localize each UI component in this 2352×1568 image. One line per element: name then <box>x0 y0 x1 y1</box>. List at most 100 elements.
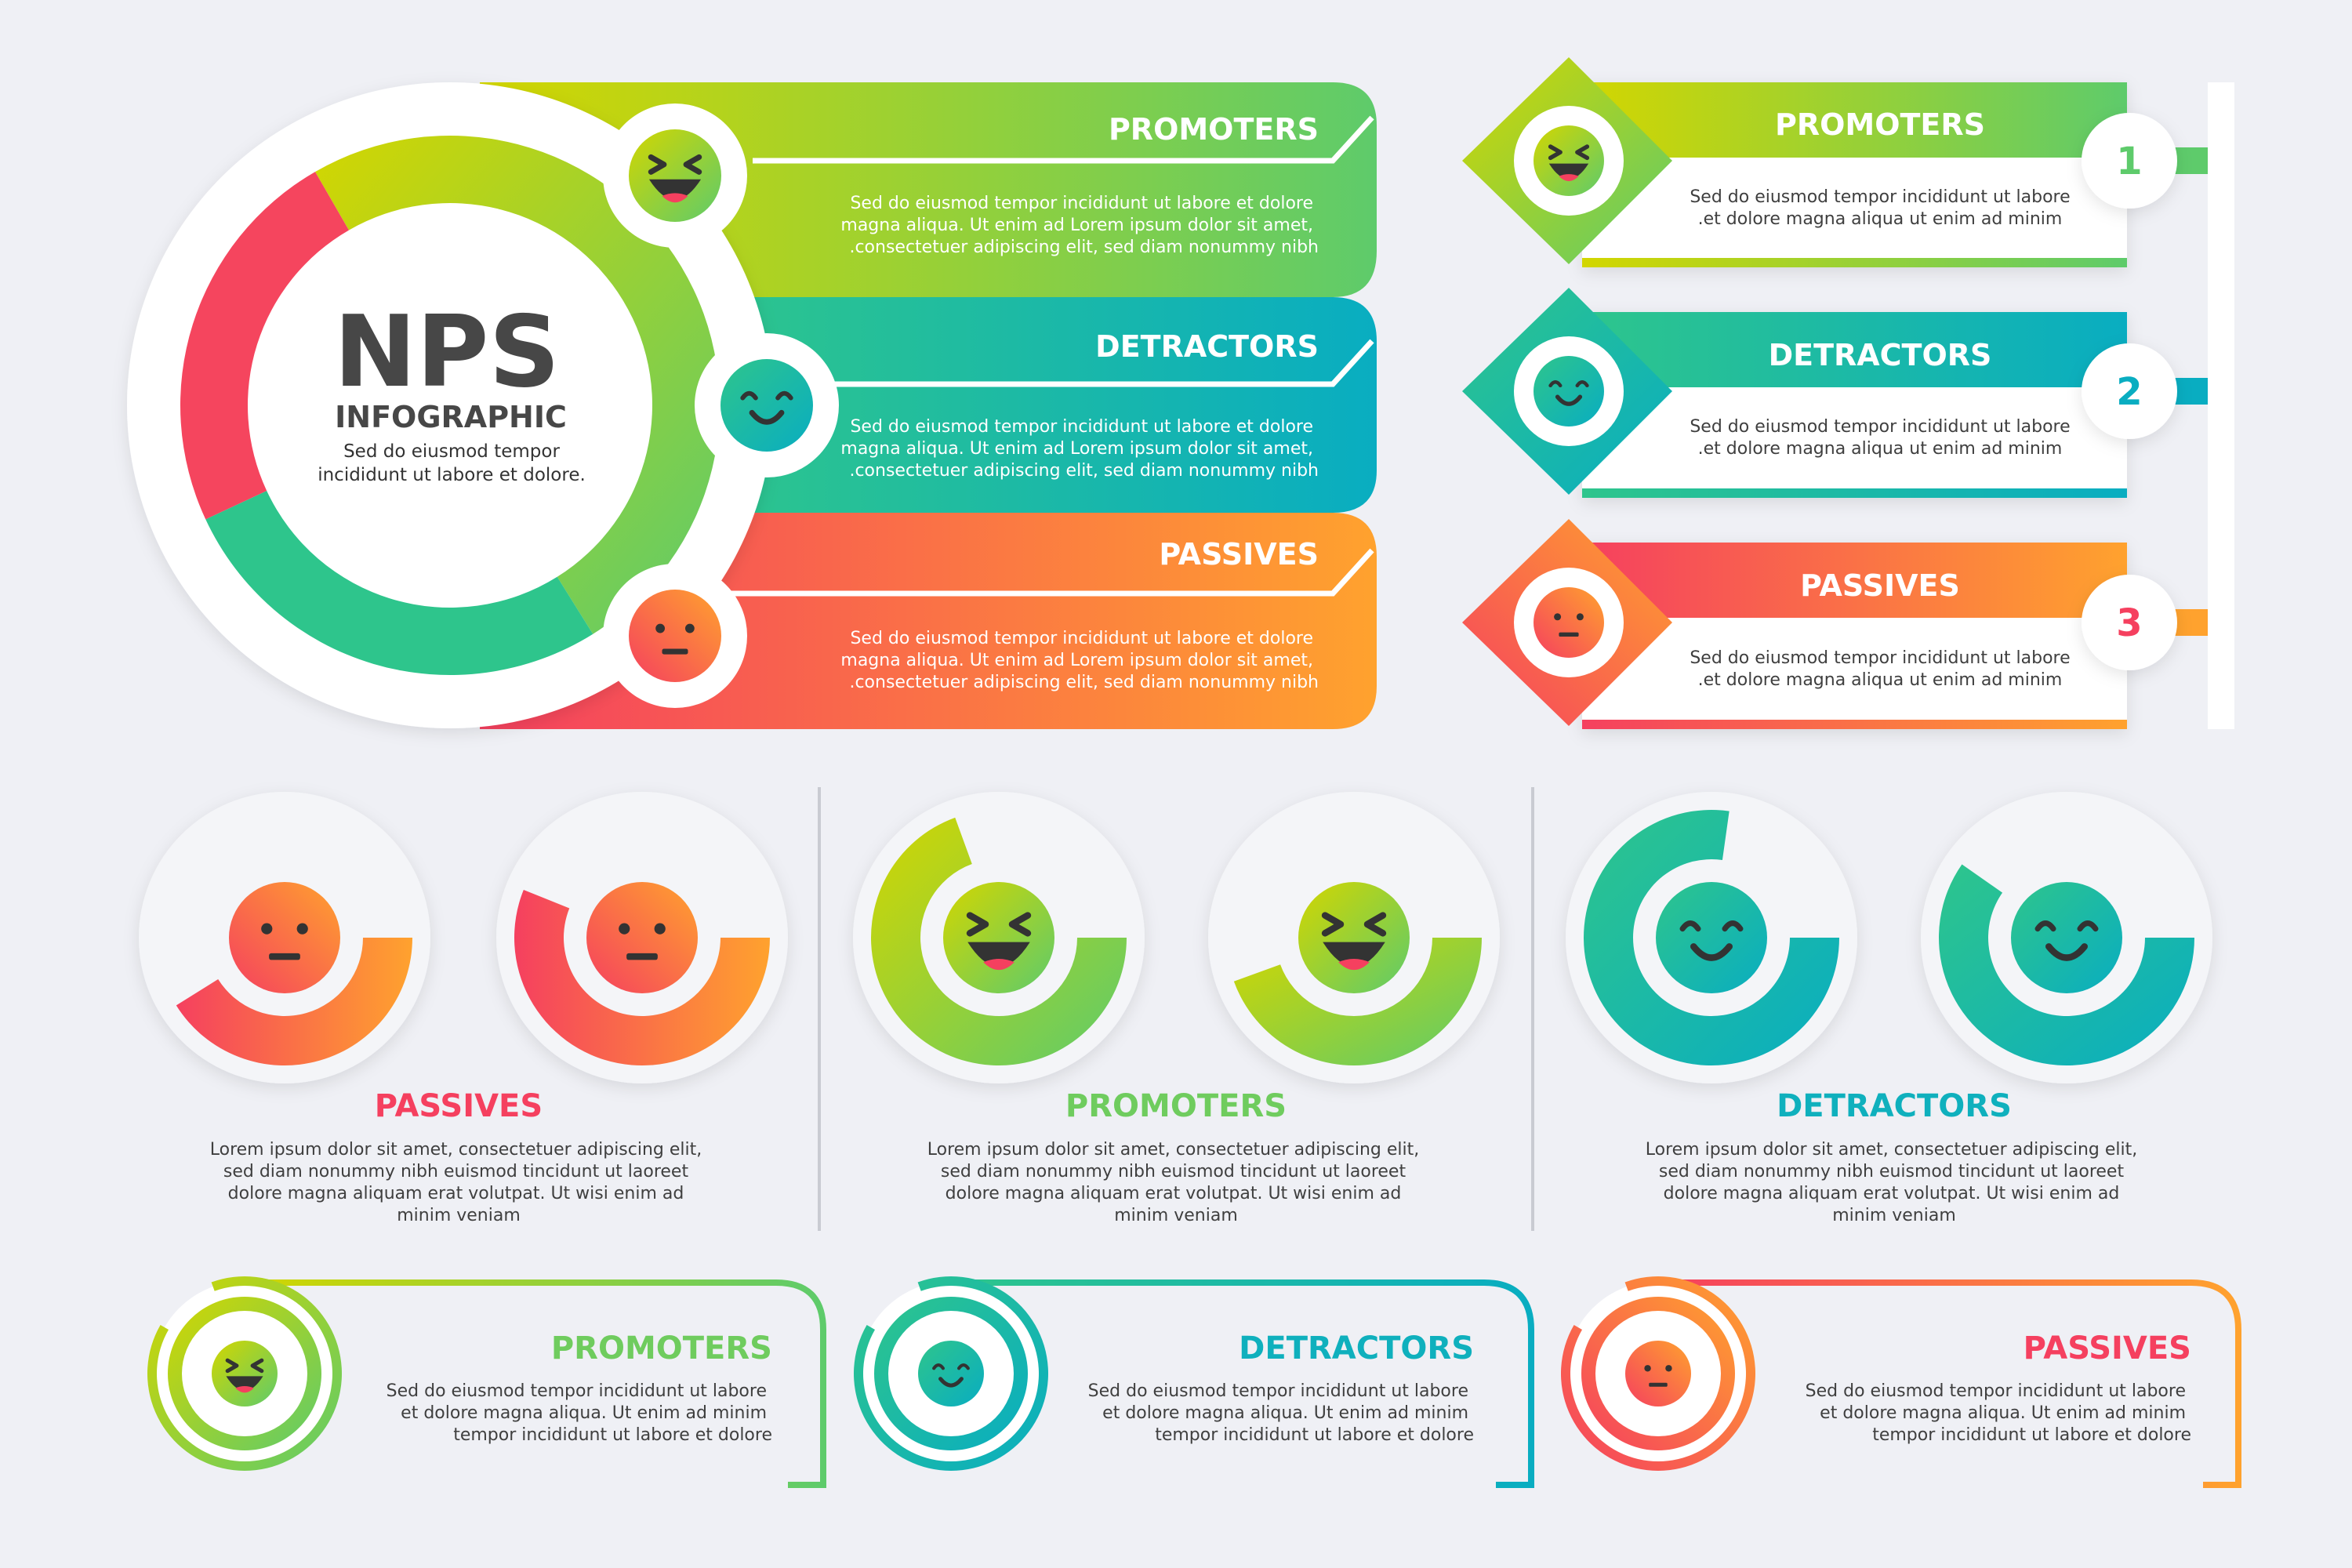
svg-text:Sed do eiusmod tempor incididu: Sed do eiusmod tempor incididunt ut labo… <box>840 629 1319 692</box>
band-text-line: Sed do eiusmod tempor incididunt ut labo… <box>850 629 1313 648</box>
hero-text: Sed do eiusmod tempor <box>343 441 560 462</box>
neutral-face-icon <box>229 882 340 993</box>
gauge-arc <box>1939 864 2194 1065</box>
smiling-face-icon <box>918 1341 984 1406</box>
card-text-line: Sed do eiusmod tempor incididunt ut labo… <box>1806 1381 2186 1401</box>
card-text-line: tempor incididunt ut labore et dolore <box>453 1425 772 1445</box>
laughing-face-icon <box>943 882 1054 993</box>
gauge-text-line: Lorem ipsum dolor sit amet, consectetuer… <box>210 1140 702 1160</box>
item-text: Sed do eiusmod tempor incididunt ut labo… <box>1690 648 2070 668</box>
gauge-group-passives: PASSIVES Lorem ipsum dolor sit amet, con… <box>139 792 788 1225</box>
band-text-line: magna aliqua. Ut enim ad Lorem ipsum dol… <box>840 651 1313 670</box>
laughing-face-icon <box>629 129 721 222</box>
card-text-line: et dolore magna aliqua. Ut enim ad minim <box>1820 1403 2186 1423</box>
gauge-text-line: dolore magna aliquam erat volutpat. Ut w… <box>228 1184 684 1203</box>
band-text-line: .consectetuer adipiscing elit, sed diam … <box>849 461 1319 481</box>
ring-segment-promoters <box>315 136 720 634</box>
gauge-text-line: minim veniam <box>1832 1206 1956 1225</box>
hero-text: incididunt ut labore et dolore. <box>318 465 586 485</box>
card-passives: PASSIVES Sed do eiusmod tempor incididun… <box>1560 1276 2241 1488</box>
card-title: PROMOTERS <box>551 1330 772 1367</box>
laughing-face-icon <box>1298 882 1410 993</box>
band-text-line: .consectetuer adipiscing elit, sed diam … <box>849 673 1319 692</box>
smiling-face-icon <box>1534 356 1604 426</box>
gauge-text-line: dolore magna aliquam erat volutpat. Ut w… <box>946 1184 1402 1203</box>
ring-segment-passives <box>180 172 349 520</box>
timeline-bar <box>2208 82 2234 729</box>
card-text-line: et dolore magna aliqua. Ut enim ad minim <box>401 1403 767 1423</box>
divider <box>1531 787 1534 1231</box>
svg-text:Sed do eiusmod tempor incididu: Sed do eiusmod tempor incididunt ut labo… <box>840 417 1319 481</box>
band-text-line: magna aliqua. Ut enim ad Lorem ipsum dol… <box>840 439 1313 459</box>
gauge-text-line: dolore magna aliquam erat volutpat. Ut w… <box>1664 1184 2120 1203</box>
item-title: PASSIVES <box>1800 568 1960 603</box>
neutral-face-icon <box>629 590 721 682</box>
gauge-arc <box>514 889 770 1065</box>
card-title: DETRACTORS <box>1239 1330 1474 1367</box>
item-title: PROMOTERS <box>1775 107 1985 142</box>
item-text: Sed do eiusmod tempor incididunt ut labo… <box>1690 417 2070 437</box>
item-text: .et dolore magna aliqua ut enim ad minim <box>1698 439 2063 459</box>
band-title: PASSIVES <box>1159 537 1319 572</box>
laughing-face-icon <box>1534 125 1604 196</box>
svg-text:Lorem ipsum dolor sit amet, co: Lorem ipsum dolor sit amet, consectetuer… <box>210 1140 708 1225</box>
smiling-face-icon <box>720 359 813 452</box>
gauge-title: PASSIVES <box>375 1088 543 1124</box>
gauge-arc <box>176 938 412 1065</box>
ring-segment-detractors <box>205 491 593 675</box>
band-text-line: magna aliqua. Ut enim ad Lorem ipsum dol… <box>840 216 1313 235</box>
card-promoters: PROMOTERS Sed do eiusmod tempor incididu… <box>147 1276 826 1488</box>
gauge-text-line: Lorem ipsum dolor sit amet, consectetuer… <box>1646 1140 2138 1160</box>
numbered-item-1: PROMOTERS Sed do eiusmod tempor incididu… <box>1462 57 2208 267</box>
neutral-face-icon <box>1625 1341 1691 1406</box>
band-text-line: Sed do eiusmod tempor incididunt ut labo… <box>850 194 1313 213</box>
card-detractors: DETRACTORS Sed do eiusmod tempor incidid… <box>853 1276 1534 1488</box>
band-text-line: Sed do eiusmod tempor incididunt ut labo… <box>850 417 1313 437</box>
smiling-face-icon <box>1656 882 1767 993</box>
numbered-item-3: PASSIVES Sed do eiusmod tempor incididun… <box>1462 519 2208 729</box>
gauge-text-line: sed diam nonummy nibh euismod tincidunt … <box>941 1162 1406 1181</box>
hero-subtitle: INFOGRAPHIC <box>335 400 567 434</box>
hero-title: NPS <box>334 294 561 409</box>
item-text: .et dolore magna aliqua ut enim ad minim <box>1698 209 2063 229</box>
svg-text:Lorem ipsum dolor sit amet, co: Lorem ipsum dolor sit amet, consectetuer… <box>927 1140 1425 1225</box>
gauge-arc <box>1233 938 1482 1065</box>
smiling-face-icon <box>2011 882 2122 993</box>
svg-text:Sed do eiusmod tempor incididu: Sed do eiusmod tempor incididunt ut labo… <box>840 194 1319 257</box>
gauge-arc <box>870 817 1127 1065</box>
hero-ring: NPS INFOGRAPHIC Sed do eiusmod tempor in… <box>127 82 773 728</box>
card-text-line: Sed do eiusmod tempor incididunt ut labo… <box>1088 1381 1468 1401</box>
card-text-line: et dolore magna aliqua. Ut enim ad minim <box>1102 1403 1468 1423</box>
gauge-text-line: sed diam nonummy nibh euismod tincidunt … <box>223 1162 689 1181</box>
divider <box>818 787 821 1231</box>
laughing-face-icon <box>212 1341 278 1406</box>
item-text: Sed do eiusmod tempor incididunt ut labo… <box>1690 187 2070 207</box>
item-number: 2 <box>2116 370 2142 414</box>
band-detractors: DETRACTORS Sed do eiusmod tempor incidid… <box>706 297 1377 513</box>
item-text: .et dolore magna aliqua ut enim ad minim <box>1698 670 2063 690</box>
svg-text:Lorem ipsum dolor sit amet, co: Lorem ipsum dolor sit amet, consectetuer… <box>1646 1140 2143 1225</box>
gauge-group-detractors: DETRACTORS Lorem ipsum dolor sit amet, c… <box>1566 792 2212 1225</box>
card-text-line: tempor incididunt ut labore et dolore <box>1872 1425 2191 1445</box>
band-title: PROMOTERS <box>1109 112 1319 147</box>
card-text-line: tempor incididunt ut labore et dolore <box>1155 1425 1474 1445</box>
gauge-text-line: minim veniam <box>397 1206 521 1225</box>
band-title: DETRACTORS <box>1095 329 1319 364</box>
gauge-text-line: sed diam nonummy nibh euismod tincidunt … <box>1659 1162 2125 1181</box>
svg-text:Sed do eiusmod tempor incididu: Sed do eiusmod tempor incididunt ut labo… <box>1088 1381 1474 1445</box>
svg-text:Sed do eiusmod tempor incididu: Sed do eiusmod tempor incididunt ut labo… <box>1806 1381 2191 1445</box>
item-number: 3 <box>2116 601 2142 645</box>
card-text-line: Sed do eiusmod tempor incididunt ut labo… <box>387 1381 767 1401</box>
card-title: PASSIVES <box>2024 1330 2191 1367</box>
gauge-title: PROMOTERS <box>1065 1088 1287 1124</box>
item-number: 1 <box>2116 140 2142 183</box>
item-title: DETRACTORS <box>1769 338 1992 372</box>
neutral-face-icon <box>586 882 698 993</box>
gauge-group-promoters: PROMOTERS Lorem ipsum dolor sit amet, co… <box>853 792 1500 1225</box>
svg-text:Sed do eiusmod tempor incididu: Sed do eiusmod tempor incididunt ut labo… <box>387 1381 772 1445</box>
gauge-text-line: minim veniam <box>1114 1206 1238 1225</box>
gauge-arc <box>1583 810 1839 1065</box>
gauge-text-line: Lorem ipsum dolor sit amet, consectetuer… <box>927 1140 1420 1160</box>
band-face-badges <box>603 103 839 708</box>
